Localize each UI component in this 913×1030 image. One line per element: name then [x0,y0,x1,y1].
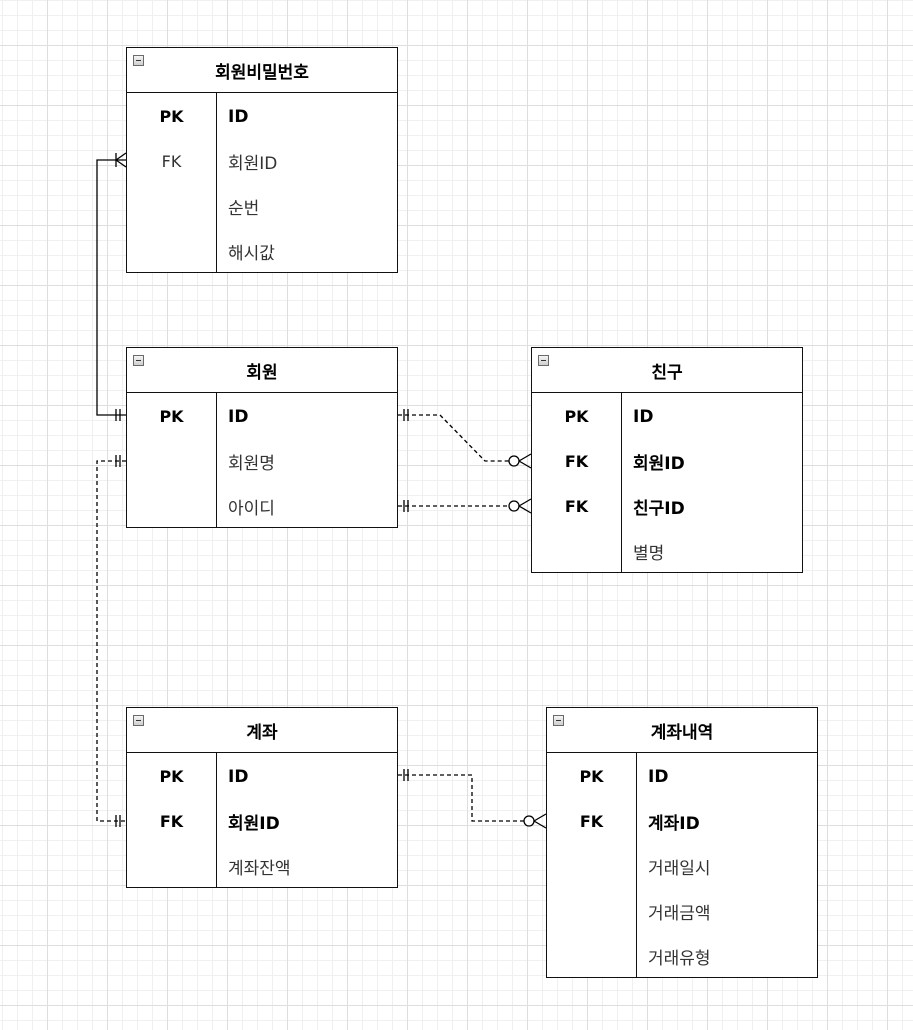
field-cell: 아이디 [228,499,275,519]
entity-account[interactable]: 계좌 PK ID FK 회원ID 계좌잔액 [126,707,398,888]
key-cell: FK [564,452,589,471]
attribute-row[interactable]: 별명 [532,529,802,574]
entity-friend[interactable]: 친구 PK ID FK 회원ID FK 친구ID 별명 [531,347,803,573]
entity-transaction[interactable]: 계좌내역 PK ID FK 계좌ID 거래일시 거래금액 거래유형 [546,707,818,978]
entity-header[interactable]: 계좌 [127,708,397,753]
field-cell: ID [228,766,249,787]
relationship-member-friend[interactable] [398,409,532,469]
key-cell: FK [161,152,182,171]
field-cell: ID [228,106,249,127]
attribute-row[interactable]: PK ID [532,394,802,439]
attribute-row[interactable]: FK 회원ID [532,439,802,484]
column-divider [216,752,217,887]
field-cell: 친구ID [633,499,685,519]
key-cell [127,229,216,274]
attribute-row[interactable]: PK ID [547,754,817,799]
entity-title: 계좌내역 [650,722,714,743]
entity-member[interactable]: 회원 PK ID 회원명 아이디 [126,347,398,528]
relationship-member-password[interactable] [96,152,127,421]
key-cell: FK [579,812,604,831]
entity-title: 친구 [651,362,683,383]
key-cell [532,529,621,574]
entity-title: 계좌 [246,722,278,743]
collapse-icon[interactable] [133,55,144,66]
key-cell [547,934,636,979]
entity-header[interactable]: 친구 [532,348,802,393]
key-cell: PK [159,767,184,786]
field-cell: 순번 [228,199,260,219]
attribute-row[interactable]: PK ID [127,754,397,799]
field-cell: 거래유형 [648,949,711,969]
collapse-icon[interactable] [553,715,564,726]
relationship-member-account[interactable] [96,455,126,827]
column-divider [621,392,622,572]
field-cell: ID [228,406,249,427]
field-cell: ID [633,406,654,427]
field-cell: 해시값 [228,244,275,264]
field-cell: 회원ID [228,814,280,834]
entity-header[interactable]: 계좌내역 [547,708,817,753]
entity-header[interactable]: 회원비밀번호 [127,48,397,93]
collapse-icon[interactable] [133,715,144,726]
attribute-row[interactable]: 순번 [127,184,397,229]
key-cell [547,844,636,889]
entity-header[interactable]: 회원 [127,348,397,393]
key-cell: PK [564,407,589,426]
attribute-row[interactable]: 계좌잔액 [127,844,397,889]
relationship-account-transaction[interactable] [398,769,547,829]
entity-password[interactable]: 회원비밀번호 PK ID FK 회원ID 순번 해시값 [126,47,398,273]
field-cell: 거래일시 [648,859,711,879]
field-cell: 회원명 [228,454,275,474]
attribute-row[interactable]: 거래금액 [547,889,817,934]
key-cell: FK [564,497,589,516]
key-cell: PK [159,407,184,426]
collapse-icon[interactable] [133,355,144,366]
key-cell [127,844,216,889]
attribute-row[interactable]: 거래일시 [547,844,817,889]
attribute-row[interactable]: 거래유형 [547,934,817,979]
attribute-row[interactable]: PK ID [127,394,397,439]
field-cell: 회원ID [228,154,278,174]
attribute-row[interactable]: FK 회원ID [127,799,397,844]
column-divider [216,92,217,272]
column-divider [216,392,217,527]
attribute-row[interactable]: PK ID [127,94,397,139]
entity-title: 회원비밀번호 [215,62,309,83]
key-cell: PK [579,767,604,786]
column-divider [636,752,637,977]
collapse-icon[interactable] [538,355,549,366]
attribute-row[interactable]: 해시값 [127,229,397,274]
field-cell: 회원ID [633,454,685,474]
field-cell: 거래금액 [648,904,711,924]
key-cell [547,889,636,934]
attribute-row[interactable]: 아이디 [127,484,397,529]
key-cell [127,484,216,529]
key-cell [127,184,216,229]
relationship-member-friend-id[interactable] [398,498,532,514]
entity-title: 회원 [246,362,278,383]
field-cell: ID [648,766,669,787]
attribute-row[interactable]: FK 회원ID [127,139,397,184]
field-cell: 계좌ID [648,814,700,834]
attribute-row[interactable]: FK 계좌ID [547,799,817,844]
key-cell [127,439,216,484]
key-cell: PK [159,107,184,126]
field-cell: 계좌잔액 [228,859,291,879]
key-cell: FK [159,812,184,831]
attribute-row[interactable]: FK 친구ID [532,484,802,529]
field-cell: 별명 [633,544,665,564]
attribute-row[interactable]: 회원명 [127,439,397,484]
